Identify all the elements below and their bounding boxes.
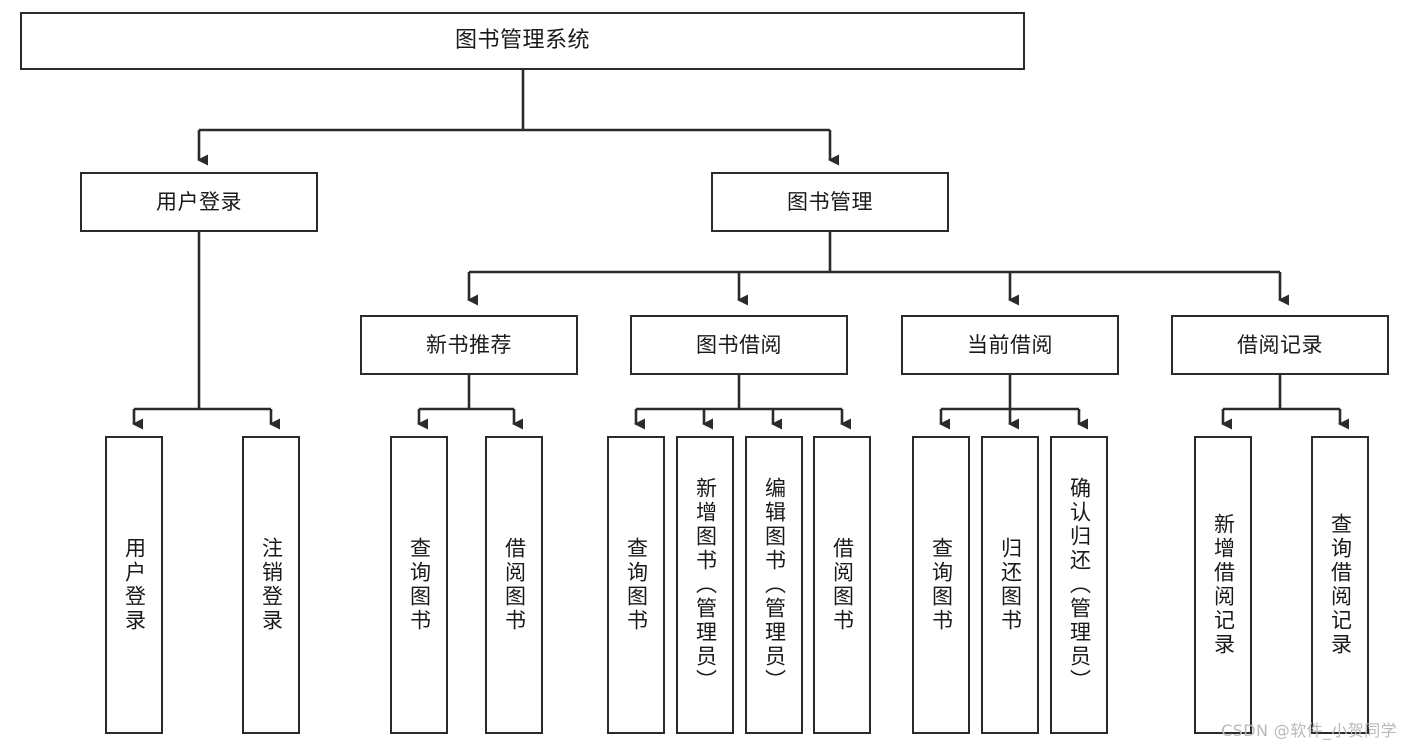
- node-user-login[interactable]: 用户登录: [80, 172, 318, 232]
- node-book-management[interactable]: 图书管理: [711, 172, 949, 232]
- node-label: 图书管理系统: [454, 28, 590, 54]
- leaf-current-confirm-return-admin[interactable]: 确认归还（管理员）: [1050, 436, 1108, 734]
- leaf-records-query-record[interactable]: 查询借阅记录: [1311, 436, 1369, 734]
- leaf-borrow-add-book-admin[interactable]: 新增图书（管理员）: [676, 436, 734, 734]
- leaf-user-login-signin[interactable]: 用户登录: [105, 436, 163, 734]
- node-label: 编辑图书（管理员）: [762, 477, 787, 693]
- node-label: 新书推荐: [426, 332, 512, 357]
- node-label: 当前借阅: [967, 332, 1053, 357]
- node-borrow-records[interactable]: 借阅记录: [1171, 315, 1389, 375]
- node-label: 图书管理: [787, 189, 873, 214]
- node-label: 借阅图书: [830, 537, 855, 633]
- leaf-borrow-borrow-book[interactable]: 借阅图书: [813, 436, 871, 734]
- leaf-records-add-record[interactable]: 新增借阅记录: [1194, 436, 1252, 734]
- node-label: 用户登录: [122, 537, 147, 633]
- node-label: 新增图书（管理员）: [693, 477, 718, 693]
- leaf-new-books-borrow-book[interactable]: 借阅图书: [485, 436, 543, 734]
- node-label: 归还图书: [998, 537, 1023, 633]
- leaf-borrow-query-book[interactable]: 查询图书: [607, 436, 665, 734]
- leaf-user-login-logout[interactable]: 注销登录: [242, 436, 300, 734]
- node-label: 查询图书: [407, 537, 432, 633]
- node-label: 新增借阅记录: [1211, 513, 1236, 657]
- node-label: 查询借阅记录: [1328, 513, 1353, 657]
- node-new-book-recommendation[interactable]: 新书推荐: [360, 315, 578, 375]
- node-label: 确认归还（管理员）: [1067, 477, 1092, 693]
- leaf-current-return-book[interactable]: 归还图书: [981, 436, 1039, 734]
- node-label: 查询图书: [624, 537, 649, 633]
- leaf-borrow-edit-book-admin[interactable]: 编辑图书（管理员）: [745, 436, 803, 734]
- node-label: 图书借阅: [696, 332, 782, 357]
- leaf-current-query-book[interactable]: 查询图书: [912, 436, 970, 734]
- node-label: 借阅记录: [1237, 332, 1323, 357]
- csdn-watermark: CSDN @软件_小贺同学: [1221, 721, 1397, 740]
- leaf-new-books-query-book[interactable]: 查询图书: [390, 436, 448, 734]
- node-book-borrow[interactable]: 图书借阅: [630, 315, 848, 375]
- node-label: 查询图书: [929, 537, 954, 633]
- node-current-borrow[interactable]: 当前借阅: [901, 315, 1119, 375]
- node-root-system[interactable]: 图书管理系统: [20, 12, 1025, 70]
- node-label: 借阅图书: [502, 537, 527, 633]
- node-label: 用户登录: [156, 189, 242, 214]
- node-label: 注销登录: [259, 537, 284, 633]
